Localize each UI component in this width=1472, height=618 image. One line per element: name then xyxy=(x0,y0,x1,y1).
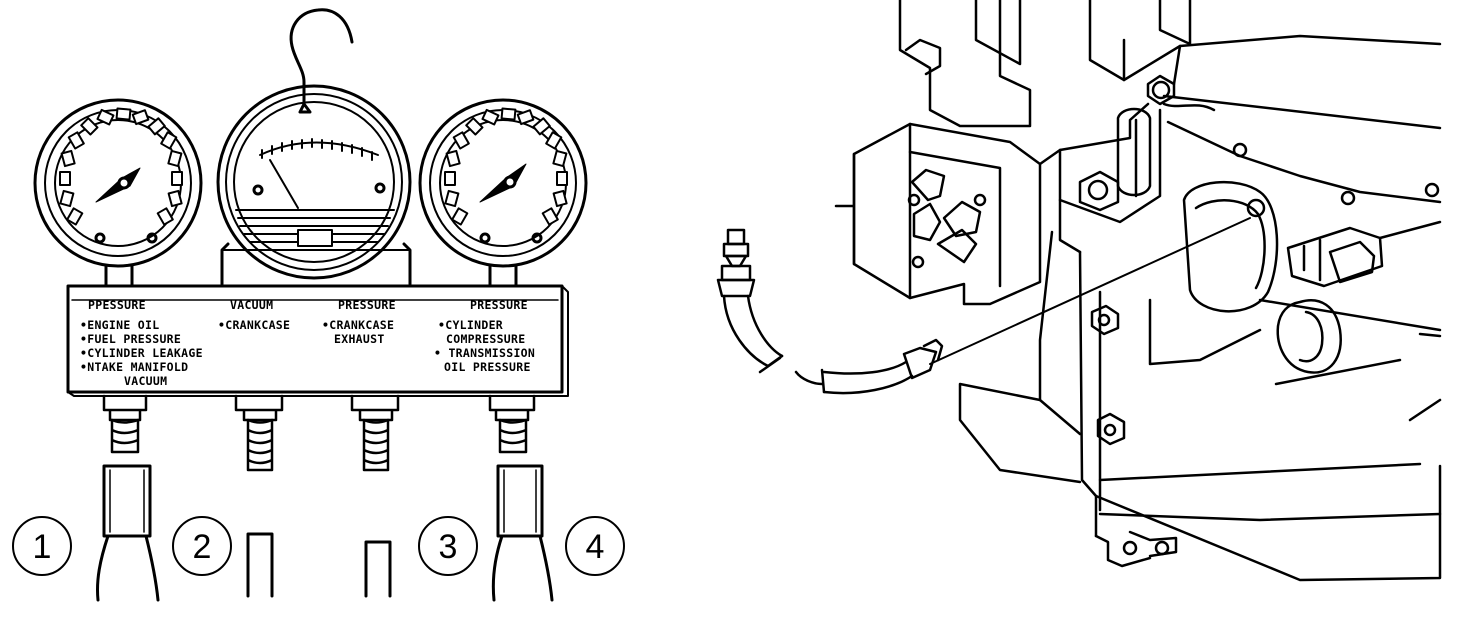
header-pressure-3: PRESSURE xyxy=(470,298,528,312)
gauge-window xyxy=(237,217,391,251)
gauge-scale-marks xyxy=(59,107,183,226)
test-hose-and-fitting xyxy=(716,217,1251,395)
label-vacuum: VACUUM xyxy=(124,374,167,388)
hose-fittings xyxy=(102,394,536,472)
label-intake-manifold: •NTAKE MANIFOLD xyxy=(80,360,188,374)
label-engine-oil: •ENGINE OIL xyxy=(80,318,159,332)
manifold-panel xyxy=(66,284,569,397)
vacuum-gauge-center xyxy=(216,84,412,280)
label-crankcase-vacuum: •CRANKCASE xyxy=(218,318,290,332)
callout-1: 1 xyxy=(33,528,52,566)
label-cylinder-leakage: •CYLINDER LEAKAGE xyxy=(80,346,203,360)
panel-labels: PPESSURE VACUUM PRESSURE PRESSURE •ENGIN… xyxy=(80,298,535,388)
pressure-gauge-left xyxy=(33,98,203,288)
header-vacuum: VACUUM xyxy=(230,298,273,312)
header-pressure-2: PRESSURE xyxy=(338,298,396,312)
callout-circles xyxy=(12,516,625,576)
hoses xyxy=(96,464,554,602)
label-fuel-pressure: •FUEL PRESSURE xyxy=(80,332,181,346)
label-oil-pressure: OIL PRESSURE xyxy=(444,360,531,374)
pressure-gauge-right xyxy=(418,98,588,288)
label-compressure: COMPRESSURE xyxy=(446,332,525,346)
hanger-hook-icon xyxy=(289,8,354,114)
header-pressure-1: PPESSURE xyxy=(88,298,146,312)
callout-numbers: 1 2 3 4 xyxy=(33,528,605,566)
gauge-scale-marks xyxy=(444,107,568,226)
label-cylinder: •CYLINDER xyxy=(438,318,503,332)
label-exhaust: EXHAUST xyxy=(334,332,385,346)
callout-2: 2 xyxy=(193,528,212,566)
callout-3: 3 xyxy=(439,528,458,566)
label-transmission: • TRANSMISSION xyxy=(434,346,535,360)
callout-4: 4 xyxy=(586,528,605,566)
engine-block xyxy=(834,0,1442,582)
label-crankcase-pressure: •CRANKCASE xyxy=(322,318,394,332)
